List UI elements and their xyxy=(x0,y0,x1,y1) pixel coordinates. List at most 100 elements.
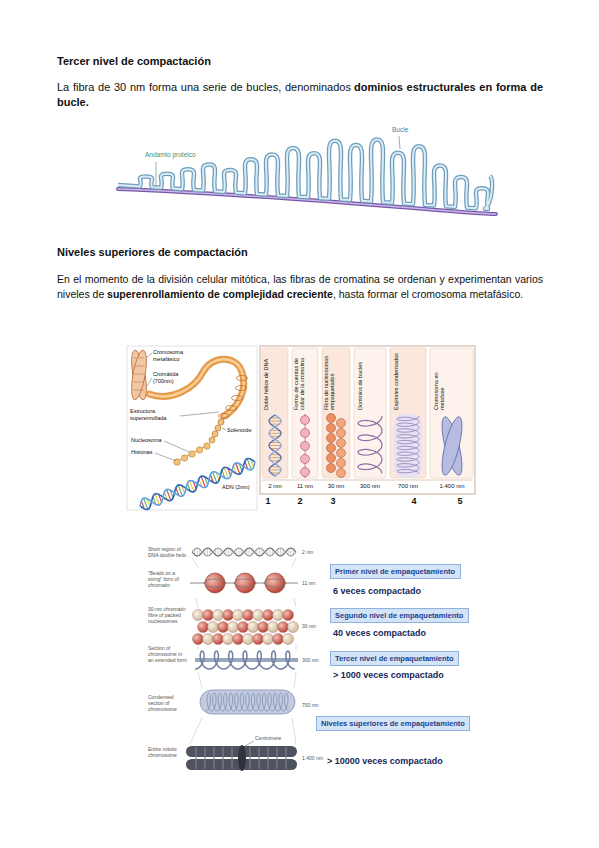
packed-nucleosome xyxy=(213,610,224,621)
column-label: Forma de cuentas de collar de la cromati… xyxy=(293,350,306,410)
part-label: Short region of DNA double helix xyxy=(148,546,188,558)
column-band xyxy=(430,348,473,478)
packed-nucleosome xyxy=(213,634,224,645)
nucleosome-bead xyxy=(327,454,336,463)
nucleosome-bead xyxy=(265,573,285,593)
supercoil-turn xyxy=(232,396,243,401)
level-box: Tercer nivel de empaquetamiento xyxy=(330,651,459,666)
part-label: Estructura superenrollada xyxy=(130,408,178,421)
chromosome-band xyxy=(222,747,223,769)
base-pair xyxy=(207,548,208,556)
nucleosome-bead xyxy=(337,459,346,468)
chromatid-tube xyxy=(149,359,244,416)
guide-line xyxy=(192,558,198,567)
chromatin-loop xyxy=(118,139,492,209)
chromosome-band xyxy=(134,390,144,391)
packed-nucleosome xyxy=(208,622,219,633)
section-heading: Tercer nivel de compactación xyxy=(57,55,211,68)
nucleosome-bead xyxy=(337,469,346,478)
part-label: ADN (2nm) xyxy=(222,484,250,491)
condensed-section xyxy=(200,690,295,714)
paragraph-text: superenrollamiento de complejidad crecie… xyxy=(107,288,333,300)
column-band xyxy=(390,348,426,478)
compaction-note: > 1000 veces compactado xyxy=(333,670,444,681)
dimension: 300 nm xyxy=(360,483,380,490)
base-pair xyxy=(228,548,229,556)
part-label: Centromere xyxy=(255,735,281,741)
paragraph: En el momento de la división celular mit… xyxy=(57,272,543,301)
nucleosome-bead xyxy=(235,573,255,593)
packed-nucleosome xyxy=(258,622,269,633)
nucleosome-bead xyxy=(301,429,310,438)
packed-nucleosome xyxy=(223,634,234,645)
leader-line xyxy=(399,136,400,149)
guide-line xyxy=(196,598,198,607)
leader-line xyxy=(180,412,219,416)
extended-loops xyxy=(195,651,295,669)
compaction-note: 6 veces compactado xyxy=(333,586,421,597)
compaction-note: > 10000 veces compactado xyxy=(327,756,443,767)
wrapped-dna xyxy=(204,579,226,587)
packed-nucleosome xyxy=(243,610,254,621)
leader-line xyxy=(156,162,157,186)
packed-nucleosome xyxy=(273,634,284,645)
paragraph-text: La fibra de 30 nm forma una serie de buc… xyxy=(57,81,351,93)
chromatin-loop xyxy=(118,139,492,209)
nucleosome-bead xyxy=(327,434,336,443)
section-heading: Niveles superiores de compactación xyxy=(57,246,248,259)
nucleosome-bead xyxy=(181,455,187,461)
chromosome-figure xyxy=(127,346,257,510)
leader-line xyxy=(155,453,176,461)
callout-number: 4 xyxy=(411,496,416,507)
condensed-ground xyxy=(394,414,422,478)
box-text: Niveles superiores de empaquetamiento xyxy=(321,719,465,728)
column-label: Doble hélice de DNA xyxy=(263,350,269,410)
column-label: Dominios de bucles xyxy=(357,350,363,410)
metaphase-chromosome xyxy=(438,415,466,477)
column-band xyxy=(322,348,350,478)
nucleosome-bead xyxy=(327,414,336,423)
packed-nucleosome xyxy=(223,610,234,621)
base-pair xyxy=(280,548,281,556)
levels-panel xyxy=(260,346,475,494)
part-label: Bucle xyxy=(392,126,408,134)
guide-line xyxy=(294,598,296,607)
dna-strand xyxy=(192,548,296,556)
packed-nucleosome xyxy=(248,622,259,633)
nucleosome-bead xyxy=(327,444,336,453)
chromosome-band xyxy=(195,747,196,769)
guide-line xyxy=(296,645,297,650)
chromosome-band xyxy=(134,382,144,383)
chromosome-band xyxy=(213,747,214,769)
column-label: Cromosoma en metafase xyxy=(433,350,446,410)
leader-line xyxy=(222,428,226,430)
nucleosome-bead xyxy=(337,429,346,438)
box-text: Primer nivel de empaquetamiento xyxy=(335,567,455,576)
nucleosome-bead xyxy=(301,416,310,425)
level-box: Segundo nivel de empaquetamiento xyxy=(330,608,469,623)
chromatid-tube xyxy=(149,359,244,416)
nucleosome-bead xyxy=(327,464,336,473)
box-text: Segundo nivel de empaquetamiento xyxy=(335,611,463,620)
base-pair xyxy=(269,421,281,422)
base-pair xyxy=(259,548,260,556)
paragraph-text: , hasta formar el cromosoma metafásico. xyxy=(333,288,523,300)
packed-nucleosome xyxy=(263,610,274,621)
packed-nucleosome xyxy=(198,622,209,633)
condensed-coil xyxy=(206,693,289,711)
packed-nucleosome xyxy=(253,634,264,645)
base-pair xyxy=(269,433,281,434)
dimension: 11 nm xyxy=(302,580,316,586)
level-box: Primer nivel de empaquetamiento xyxy=(330,564,461,579)
dimension: 30 nm xyxy=(328,483,345,490)
chromosome-band xyxy=(258,747,259,769)
nucleosome-bead xyxy=(301,468,310,477)
packed-nucleosome xyxy=(263,634,274,645)
box-text: Tercer nivel de empaquetamiento xyxy=(335,654,454,663)
base-pair xyxy=(269,457,281,458)
guide-line xyxy=(190,718,202,744)
supercoil-turn xyxy=(237,376,248,381)
loop-domain xyxy=(358,416,382,473)
chromosome-band xyxy=(285,747,286,769)
